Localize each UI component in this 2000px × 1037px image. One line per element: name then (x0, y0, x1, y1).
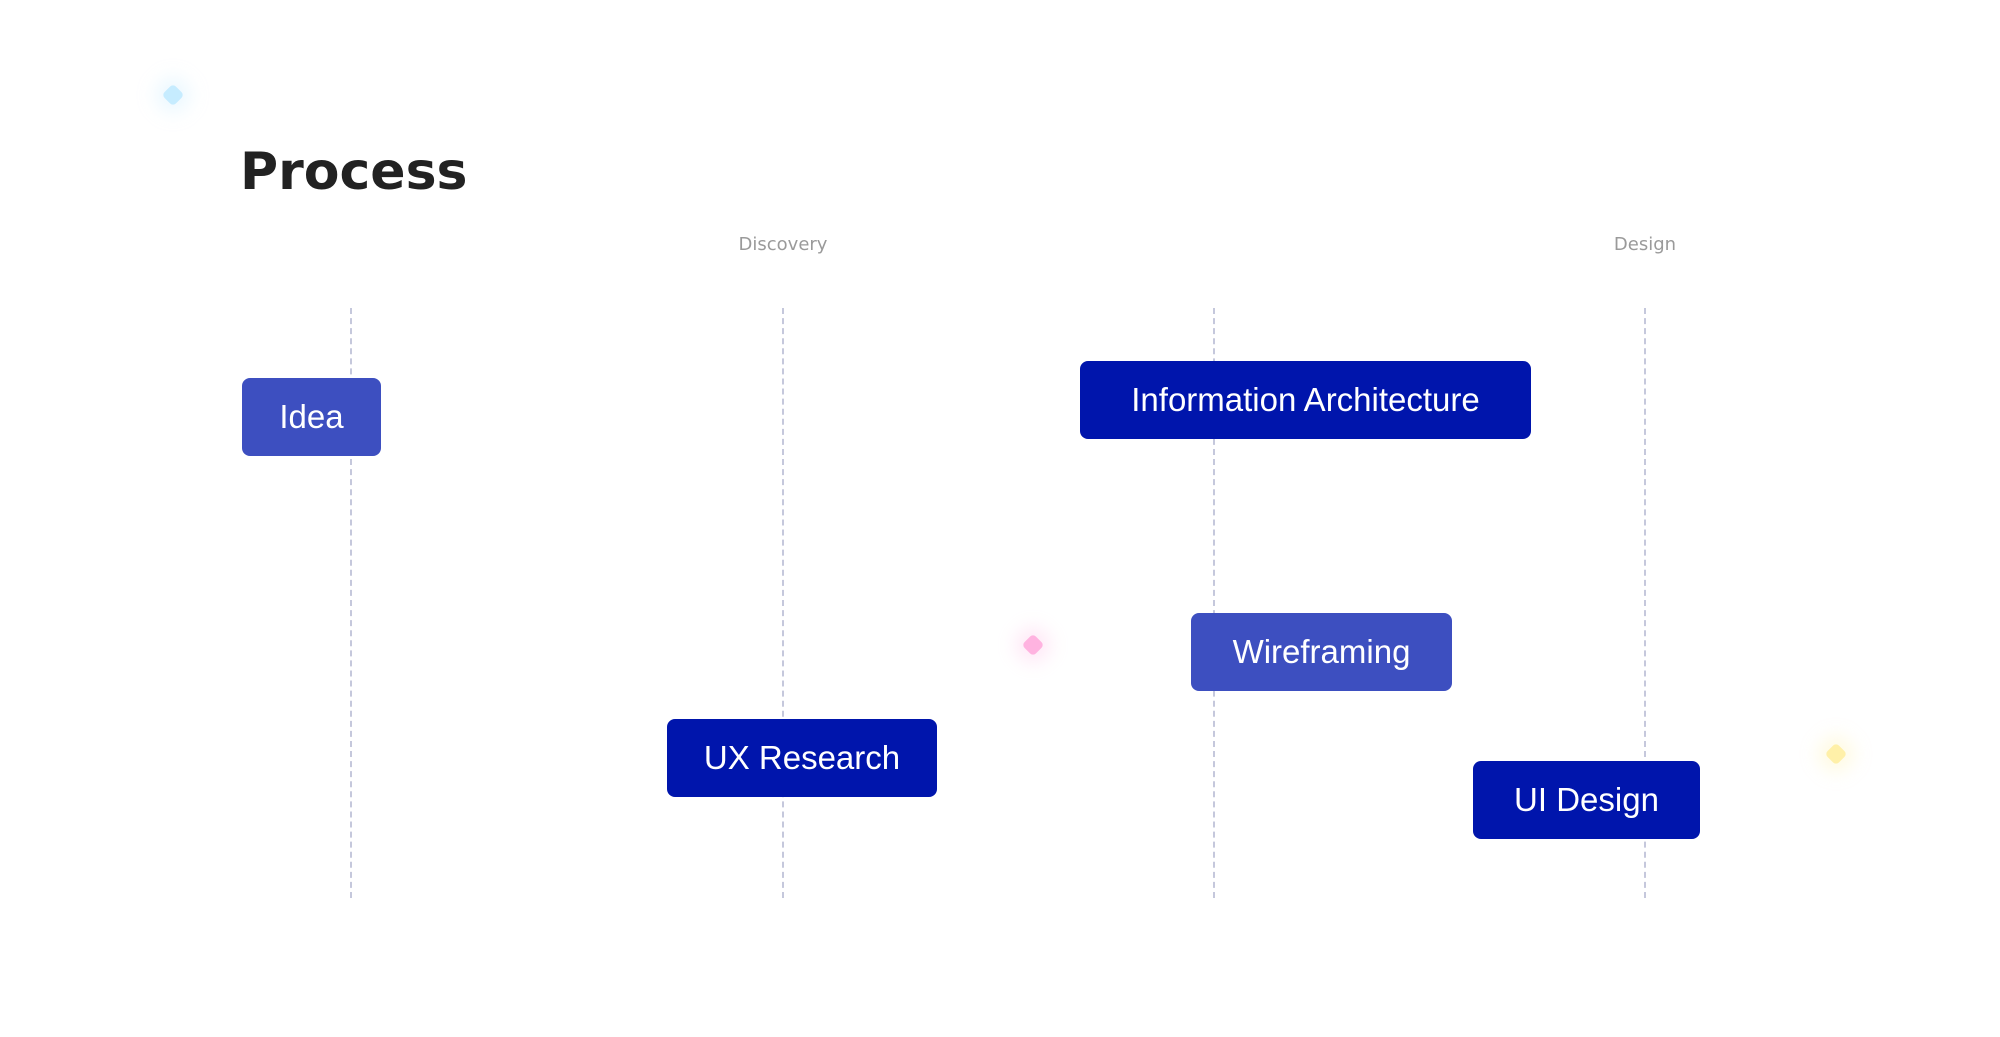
decorative-diamond-yellow-icon (1824, 742, 1848, 766)
timeline-divider (1213, 308, 1215, 898)
timeline-divider (1644, 308, 1646, 898)
step-idea[interactable]: Idea (242, 378, 381, 456)
decorative-diamond-blue-icon (161, 83, 185, 107)
step-ux-research[interactable]: UX Research (667, 719, 937, 797)
decorative-diamond-pink-icon (1021, 633, 1045, 657)
timeline-divider (782, 308, 784, 898)
step-information-architecture[interactable]: Information Architecture (1080, 361, 1531, 439)
timeline-divider (350, 308, 352, 898)
phase-label-discovery: Discovery (738, 234, 828, 255)
phase-label-design: Design (1613, 234, 1677, 255)
step-ui-design[interactable]: UI Design (1473, 761, 1700, 839)
page-title: Process (240, 142, 468, 202)
step-wireframing[interactable]: Wireframing (1191, 613, 1452, 691)
